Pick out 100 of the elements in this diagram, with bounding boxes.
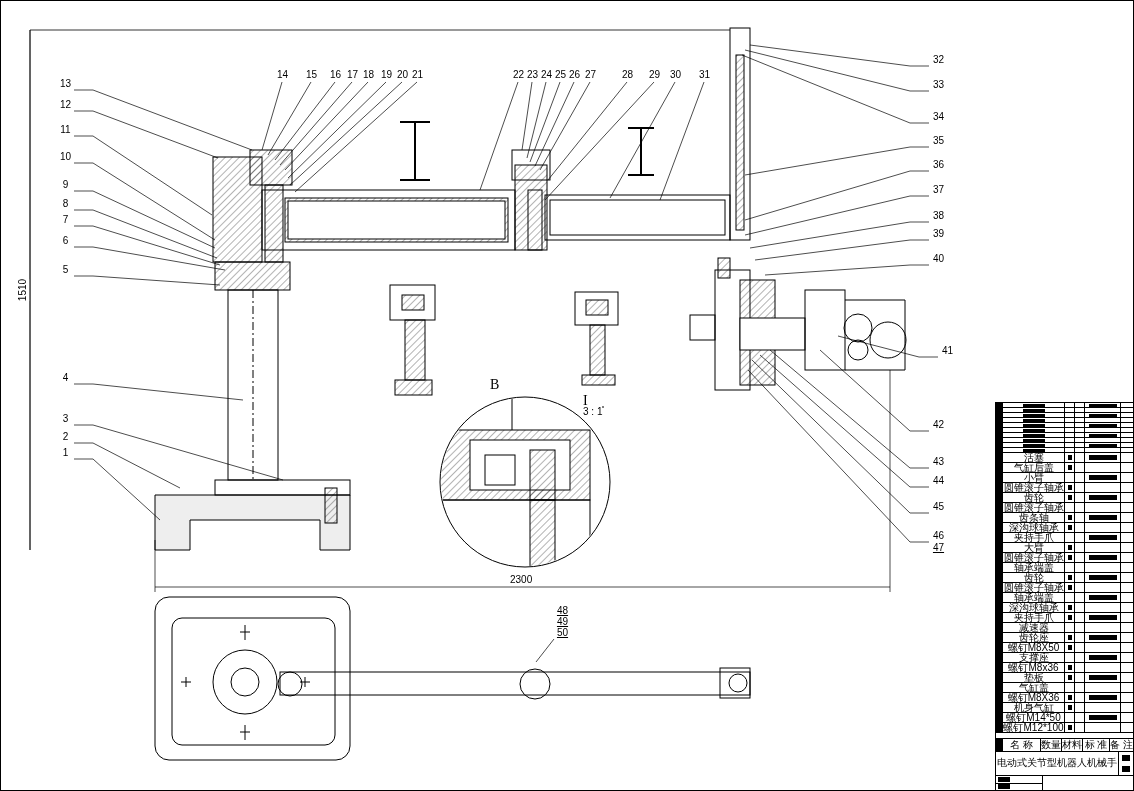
callout-number: 23 [526,68,539,81]
leader-line [819,349,930,432]
callout-number: 26 [568,68,581,81]
callout-number: 16 [329,68,342,81]
callout-number: 12 [59,98,72,111]
callout-number: 31 [698,68,711,81]
leader-line [764,264,930,276]
part-name: 齿轮 [1002,573,1064,582]
leader-line [73,225,221,266]
leader-line [749,44,930,67]
leader-line [744,170,930,221]
part-name: 齿轮 [1002,493,1064,502]
leader-line [744,195,930,236]
part-name: 螺钉M14*50 [1002,713,1064,722]
callout-number: 22 [512,68,525,81]
part-name: 齿条轴 [1002,513,1064,522]
leader-line [749,221,930,249]
part-name: 深沟球轴承 [1002,603,1064,612]
callout-number: 8 [59,197,72,210]
leader-line [279,81,353,166]
callout-number: 37 [932,183,945,196]
column-header: 标 准 [1082,739,1109,751]
callout-number: 30 [669,68,682,81]
part-name: 轴承端盖 [1002,593,1064,602]
leader-line [274,81,336,161]
callout-number: 3 [59,412,72,425]
callout-number: 17 [346,68,359,81]
part-name: 气缸盖 [1002,683,1064,692]
part-name: 小臂 [1002,473,1064,482]
part-name: 夹持手爪 [1002,613,1064,622]
leader-line [759,354,930,488]
callout-number: 40 [932,252,945,265]
callout-number: 32 [932,53,945,66]
callout-number: 28 [621,68,634,81]
callout-number: 24 [540,68,553,81]
leader-line [539,81,591,171]
callout-number: 45 [932,500,945,513]
callout-number: 5 [59,263,72,276]
part-name: 齿轮座 [1002,633,1064,642]
part-name: 轴承端盖 [1002,563,1064,572]
scale-label: 3 : 1 [583,406,603,418]
drawing-title: 电动式关节型机器人机械手 [996,756,1118,770]
leader-line [289,81,403,186]
leader-line [744,146,930,176]
callout-number: 15 [305,68,318,81]
leader-line [73,246,226,271]
callout-number: 46 [932,529,945,542]
leader-line [73,162,216,241]
leader-line [526,81,547,159]
leader-line [267,81,312,156]
part-name: 螺钉M12*100 [1002,723,1064,732]
part-name: 螺钉M8x36 [1002,663,1064,672]
leader-line [73,110,219,159]
callout-number: 29 [648,68,661,81]
leader-line [73,89,253,151]
leader-line [73,275,221,286]
callout-number: 7 [59,213,72,226]
callout-number: 4 [59,371,72,384]
callout-number: 14 [276,68,289,81]
part-name: 大臂 [1002,543,1064,552]
part-name: 圆锥滚子轴承 [1002,583,1064,592]
part-name: 夹持手爪 [1002,533,1064,542]
callout-number: 50 [556,626,569,639]
part-name: 减速器 [1002,623,1064,632]
callout-number: 2 [59,430,72,443]
callout-number: 21 [411,68,424,81]
leader-line [73,442,181,489]
leader-line [73,424,284,481]
part-name: 深沟球轴承 [1002,523,1064,532]
callout-number: 6 [59,234,72,247]
leader-line [529,81,561,163]
callout-number: 11 [59,123,72,136]
callout-number: 49 [556,615,569,628]
dimension-value: 2300 [510,574,533,586]
callout-number: 33 [932,78,945,91]
callout-number: 13 [59,77,72,90]
leader-line [751,359,930,514]
callout-number: 43 [932,455,945,468]
part-name: 圆锥滚子轴承 [1002,503,1064,512]
callout-number: 1 [59,446,72,459]
leader-line [609,81,676,199]
part-name: 圆锥滚子轴承 [1002,483,1064,492]
callout-number: 9 [59,178,72,191]
callout-number: 42 [932,418,945,431]
callout-number: 48 [556,604,569,617]
leader-line [659,81,705,201]
leader-line [287,81,387,179]
leader-line [741,54,930,124]
leader-line [544,81,655,201]
callout-number: 18 [362,68,375,81]
leader-line [73,383,244,401]
leader-line [535,638,555,663]
callout-number: 10 [59,150,72,163]
column-header: 名 称 [1002,739,1040,751]
leader-line [837,335,939,358]
callout-number: 19 [380,68,393,81]
callout-number: 20 [396,68,409,81]
leader-line [747,369,930,543]
callout-number: 36 [932,158,945,171]
callout-number: 41 [941,344,954,357]
